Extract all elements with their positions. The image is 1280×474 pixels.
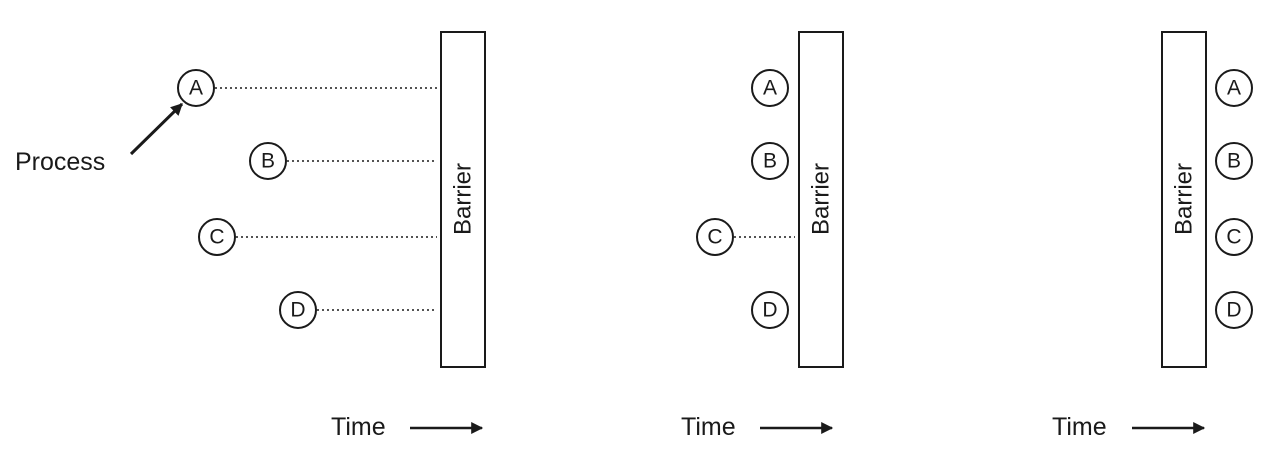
panel-3: Barrier A B C D Time [1052, 31, 1253, 441]
barrier-rect [440, 31, 486, 368]
process-label: C [707, 226, 722, 249]
process-label: B [763, 150, 777, 173]
process-node: C [198, 218, 236, 256]
panel-1: Barrier A B C D Process Time [15, 31, 486, 441]
process-node: D [279, 291, 317, 329]
process-label: A [1227, 77, 1241, 100]
process-label: B [261, 150, 275, 173]
process-label: D [290, 299, 305, 322]
process-annotation-label: Process [15, 148, 105, 176]
barrier-label: Barrier [1171, 163, 1198, 235]
process-node: C [696, 218, 734, 256]
barrier-label: Barrier [450, 163, 477, 235]
process-node: B [1215, 142, 1253, 180]
process-label: A [189, 77, 203, 100]
process-label: C [1226, 226, 1241, 249]
process-label: B [1227, 150, 1241, 173]
process-node: C [1215, 218, 1253, 256]
time-label: Time [331, 413, 386, 441]
process-pointer-arrow [129, 102, 184, 156]
barrier-rect [798, 31, 844, 368]
process-node: A [177, 69, 215, 107]
process-node: B [751, 142, 789, 180]
process-label: C [209, 226, 224, 249]
barrier-label: Barrier [808, 163, 835, 235]
panel-2: Barrier A B C D Time [681, 31, 844, 441]
barrier-rect [1161, 31, 1207, 368]
process-node: D [1215, 291, 1253, 329]
process-node: A [751, 69, 789, 107]
process-node: D [751, 291, 789, 329]
time-label: Time [681, 413, 736, 441]
process-label: D [1226, 299, 1241, 322]
process-node: A [1215, 69, 1253, 107]
process-node: B [249, 142, 287, 180]
process-label: A [763, 77, 777, 100]
process-label: D [762, 299, 777, 322]
time-label: Time [1052, 413, 1107, 441]
